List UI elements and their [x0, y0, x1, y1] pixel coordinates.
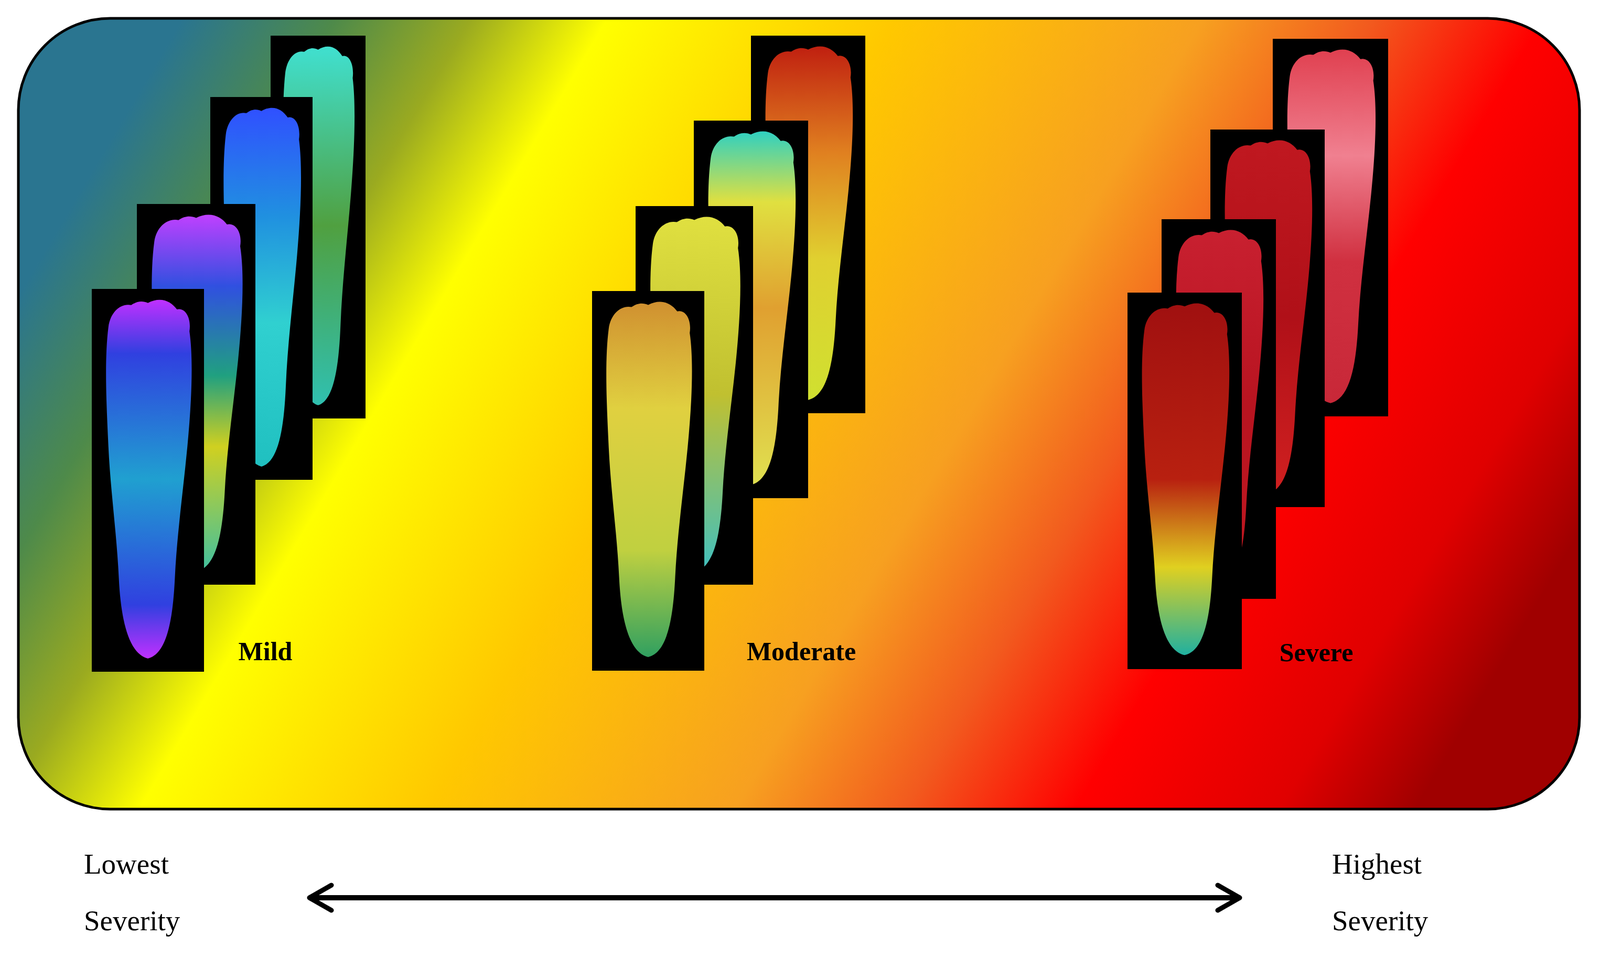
- label-holder: Highest Severity: [1332, 835, 1428, 950]
- label-holder: Moderate: [746, 637, 856, 667]
- label-holder: Severe: [1279, 638, 1354, 668]
- axis-end-label: Highest Severity: [1332, 835, 1428, 950]
- severity-axis-arrow: [309, 895, 1240, 901]
- thermal-foot-image: [592, 291, 705, 671]
- axis-end-label: Lowest Severity: [83, 835, 180, 950]
- thermal-foot-image: [91, 288, 204, 672]
- thermal-foot-image: [1127, 292, 1242, 670]
- severity-level-label: Moderate: [746, 637, 856, 667]
- severity-level-label: Severe: [1279, 638, 1354, 668]
- severity-level-label: Mild: [238, 637, 293, 667]
- label-holder: Mild: [238, 637, 293, 667]
- label-holder: Lowest Severity: [83, 835, 180, 950]
- severity-band: [18, 18, 1580, 810]
